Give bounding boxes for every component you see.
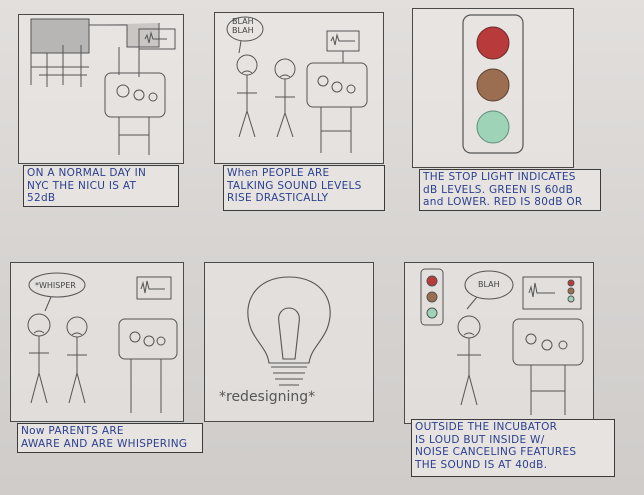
panel-4-drawing (27, 272, 178, 413)
panel-2-caption: When PEOPLE ARE TALKING SOUND LEVELS RIS… (223, 165, 385, 211)
lightbulb-drawing (247, 276, 331, 386)
panel-1-caption: ON A NORMAL DAY IN NYC THE NICU IS AT 52… (23, 165, 179, 207)
panel-5: *redesigning* (204, 262, 374, 422)
panel-4: Now PARENTS ARE AWARE AND ARE WHISPERING (10, 262, 203, 453)
redesigning-label: *redesigning* (219, 389, 316, 405)
panel-2-drawing (226, 16, 368, 153)
panel-6-caption: OUTSIDE THE INCUBATOR IS LOUD BUT INSIDE… (411, 419, 615, 477)
panel-1: ON A NORMAL DAY IN NYC THE NICU IS AT 52… (18, 14, 184, 207)
panel-2: When PEOPLE ARE TALKING SOUND LEVELS RIS… (214, 12, 385, 211)
speech-bubble-blah-blah: BLAH BLAH (232, 17, 254, 35)
traffic-light-drawing (462, 14, 524, 154)
panel-3: THE STOP LIGHT INDICATES dB LEVELS. GREE… (412, 8, 601, 211)
panel-1-drawing (30, 18, 176, 155)
panel-3-caption: THE STOP LIGHT INDICATES dB LEVELS. GREE… (419, 169, 601, 211)
speech-bubble-whisper: *WHISPER (35, 281, 76, 290)
speech-bubble-blah: BLAH (478, 280, 500, 289)
panel-6: OUTSIDE THE INCUBATOR IS LOUD BUT INSIDE… (404, 262, 615, 477)
panel-6-drawing (420, 268, 584, 415)
panel-4-caption: Now PARENTS ARE AWARE AND ARE WHISPERING (17, 423, 203, 453)
